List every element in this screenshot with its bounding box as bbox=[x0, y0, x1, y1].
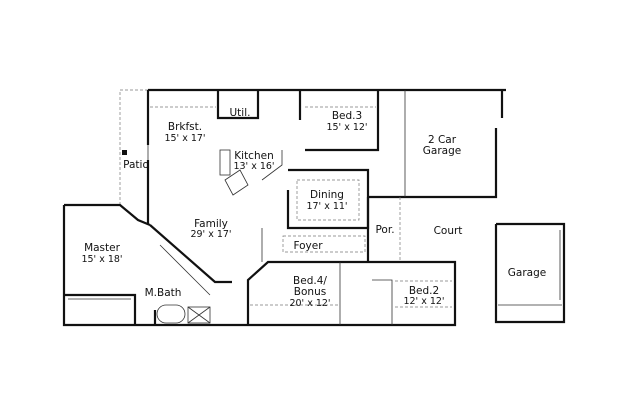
exterior-walls bbox=[62, 88, 506, 327]
interior-walls bbox=[64, 90, 406, 325]
room-size-master: 15' x 18' bbox=[81, 254, 122, 265]
room-label-kitchen: Kitchen bbox=[234, 150, 273, 162]
room-label-foyer: Foyer bbox=[293, 240, 323, 252]
room-label-brkfst: Brkfst. bbox=[168, 121, 202, 133]
room-size-family: 29' x 17' bbox=[190, 229, 231, 240]
room-label-patio: Patio bbox=[123, 159, 149, 171]
room-label-court: Court bbox=[434, 225, 463, 237]
room-size-brkfst: 15' x 17' bbox=[164, 133, 205, 144]
room-label-bed4-line1: Bed.4/ bbox=[293, 275, 327, 287]
room-label-family: Family bbox=[194, 218, 228, 230]
room-label-2car-garage-line1: 2 Car bbox=[428, 134, 457, 146]
room-size-bed4: 20' x 12' bbox=[289, 298, 330, 309]
room-label-mbath: M.Bath bbox=[145, 287, 182, 299]
room-label-garage: Garage bbox=[508, 267, 546, 279]
room-label-2car-garage-line2: Garage bbox=[423, 145, 461, 157]
room-label-dining: Dining bbox=[310, 189, 344, 201]
detached-garage bbox=[494, 222, 566, 324]
room-label-bed3: Bed.3 bbox=[332, 110, 362, 122]
room-label-master: Master bbox=[84, 242, 121, 254]
room-size-bed2: 12' x 12' bbox=[403, 296, 444, 307]
room-size-kitchen: 13' x 16' bbox=[233, 161, 274, 172]
room-label-porch: Por. bbox=[375, 224, 394, 236]
room-label-bed2: Bed.2 bbox=[409, 285, 439, 297]
room-size-dining: 17' x 11' bbox=[306, 201, 347, 212]
room-label-util: Util. bbox=[230, 107, 251, 119]
dashed-outlines bbox=[150, 106, 452, 308]
room-label-bed4-line2: Bonus bbox=[294, 286, 326, 298]
patio-area bbox=[119, 89, 149, 205]
room-size-bed3: 15' x 12' bbox=[326, 122, 367, 133]
